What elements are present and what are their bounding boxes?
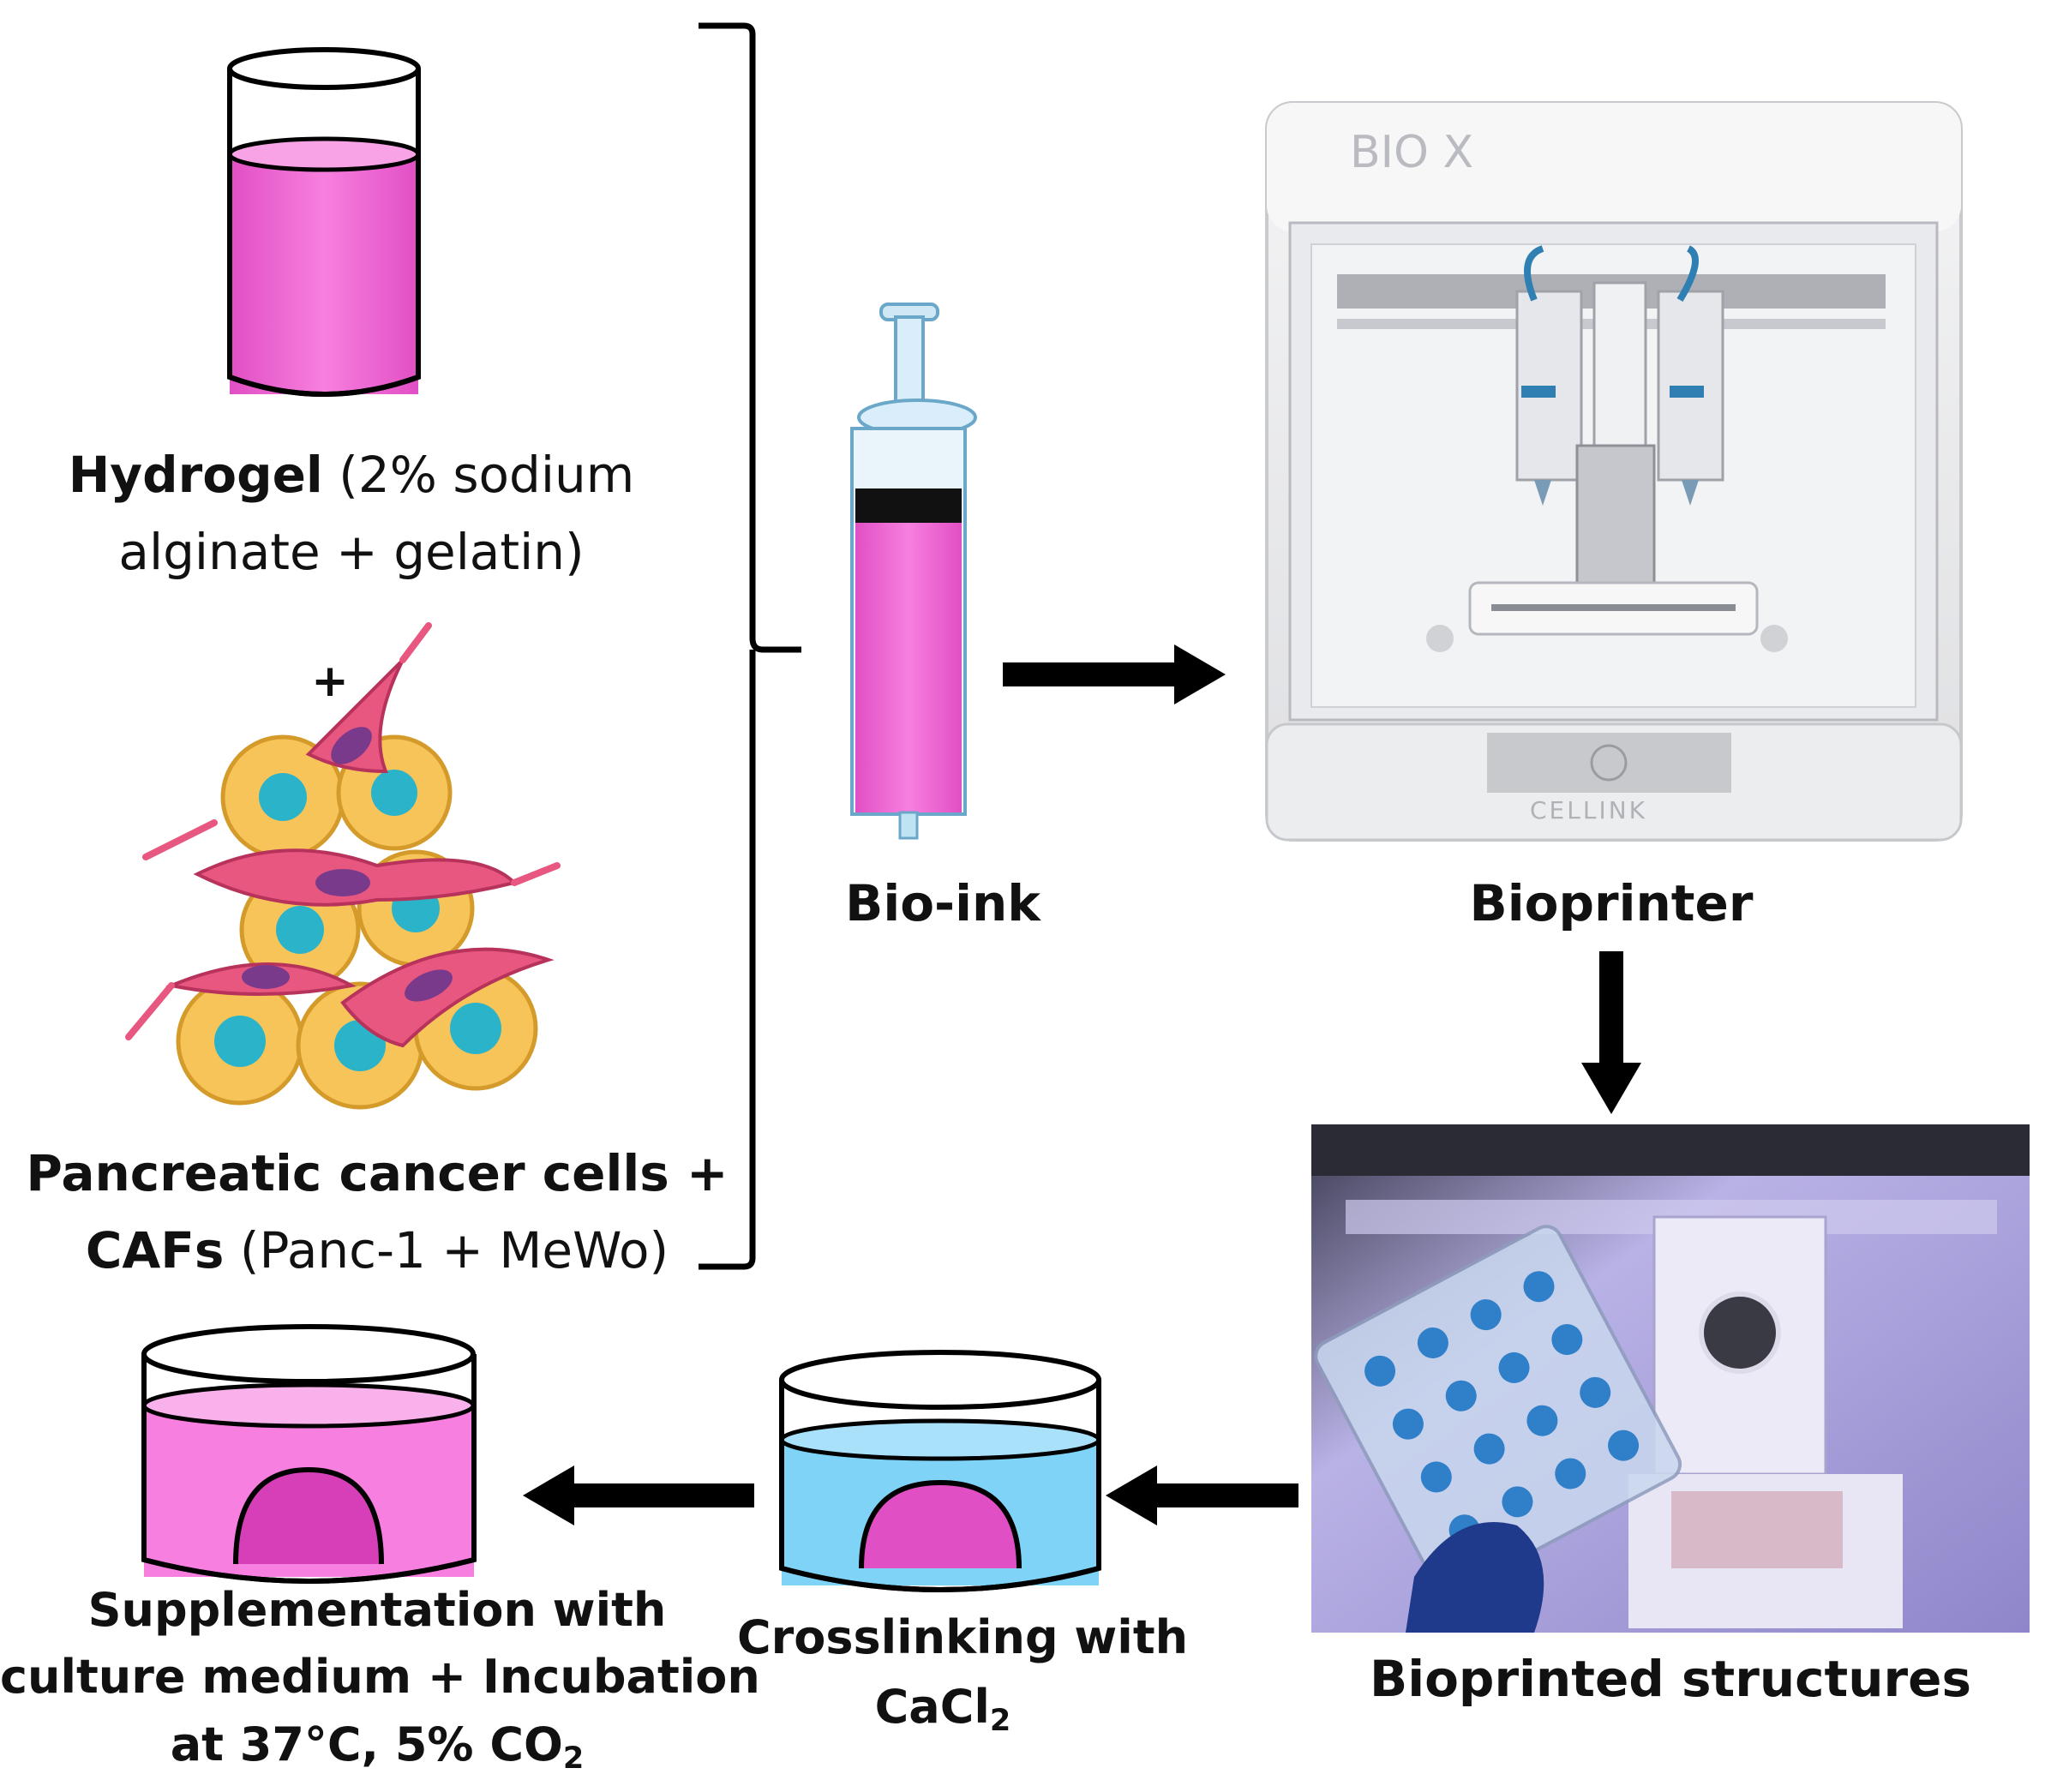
culture-dish-icon [141, 1324, 477, 1584]
supplementation-line2: culture medium + Incubation [0, 1650, 760, 1705]
supplementation-line3-sub: 2 [562, 1740, 585, 1776]
hydrogel-label-line2: alginate + gelatin) [118, 522, 585, 581]
bioink-label: Bio-ink [845, 874, 1040, 932]
grouping-bracket [699, 22, 801, 1270]
supplementation-line3: at 37°C, 5% CO [170, 1717, 563, 1771]
arrow-to-supplementation [523, 1465, 754, 1525]
printer-brand-bottom: CELLINK [1530, 796, 1647, 824]
crosslinking-line2-sub: 2 [989, 1702, 1011, 1738]
arrow-to-bioprinted [1581, 951, 1641, 1114]
hydrogel-label-bold: Hydrogel [68, 446, 323, 504]
arrow-to-bioprinter [1003, 644, 1226, 704]
plus-sign: + [311, 656, 349, 707]
cells-label-rest: (Panc-1 + MeWo) [239, 1220, 669, 1280]
hydrogel-label: Hydrogel (2% sodium alginate + gelatin) [34, 437, 669, 591]
bioprinted-label: Bioprinted structures [1369, 1650, 1971, 1708]
hydrogel-beaker-icon [227, 47, 421, 397]
cells-label: Pancreatic cancer cells + CAFs (Panc-1 +… [17, 1136, 737, 1290]
bioprinter-label: Bioprinter [1469, 874, 1754, 932]
bioink-syringe-icon [850, 303, 977, 840]
crosslinking-label: Crosslinking with CaCl2 [737, 1603, 1189, 1743]
arrow-to-crosslinking [1106, 1465, 1298, 1525]
crosslinking-dish-icon [779, 1350, 1101, 1592]
cells-label-bold: CAFs [85, 1220, 225, 1280]
supplementation-line1: Supplementation with [87, 1583, 667, 1637]
bioprinted-structures-photo [1311, 1124, 2030, 1633]
hydrogel-label-rest: (2% sodium [339, 446, 635, 504]
crosslinking-line2: CaCl [874, 1680, 990, 1734]
cells-label-line1: Pancreatic cancer cells + [26, 1144, 729, 1202]
bioprinter-image [1265, 101, 1963, 842]
supplementation-label: Supplementation with culture medium + In… [0, 1577, 760, 1780]
printer-brand-top: BIO X [1350, 127, 1473, 178]
cancer-cells-cluster-icon [125, 622, 561, 1110]
crosslinking-line1: Crosslinking with [737, 1610, 1189, 1664]
